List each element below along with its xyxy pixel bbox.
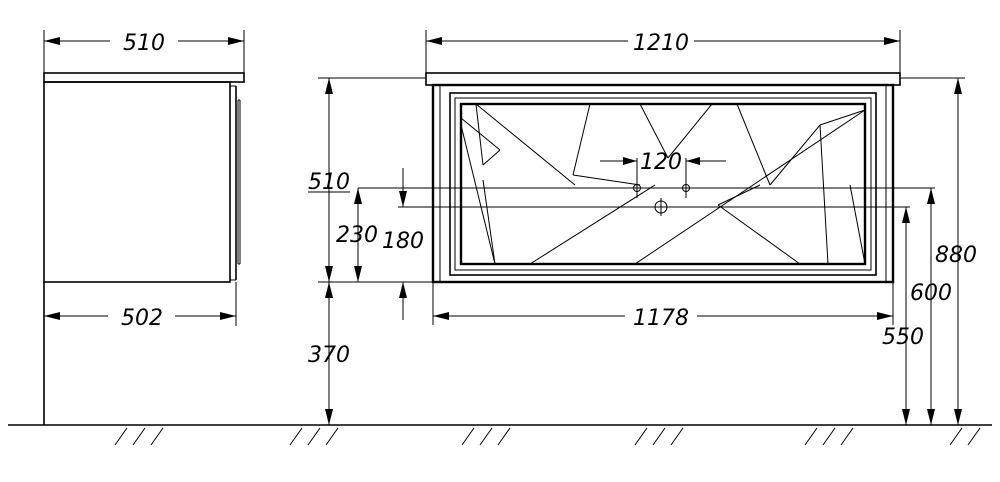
dim-label-370: 370 <box>308 343 350 368</box>
side-view <box>43 72 245 425</box>
dim-label-120: 120 <box>640 150 682 175</box>
dim-label-1210: 1210 <box>633 31 689 56</box>
dim-body-height: 510 <box>308 78 350 282</box>
dim-drain-height: 550 <box>882 207 924 425</box>
dim-label-180: 180 <box>382 229 424 254</box>
front-cabinet-body <box>431 83 895 284</box>
front-view <box>425 72 901 284</box>
extension-lines <box>318 77 965 283</box>
dim-faucet-spacing: 120 <box>600 150 726 175</box>
dim-label-510-side: 510 <box>123 31 165 56</box>
dim-label-502: 502 <box>121 306 163 331</box>
side-cabinet-body <box>43 81 231 283</box>
door-inner-panel <box>459 102 867 266</box>
dim-pipe-height: 600 <box>910 188 952 425</box>
door-outer-frame <box>449 92 877 276</box>
dim-side-top-width: 510 <box>43 30 245 73</box>
dim-drain-offset: 230 <box>336 188 378 282</box>
side-countertop <box>43 72 245 83</box>
dim-label-510-height: 510 <box>308 170 350 195</box>
dim-label-230: 230 <box>336 223 378 248</box>
dim-pipe-offset: 180 <box>382 168 424 320</box>
dim-total-height: 880 <box>935 78 977 425</box>
dim-label-600: 600 <box>910 281 952 306</box>
dim-label-1178: 1178 <box>633 306 689 331</box>
front-countertop <box>425 72 901 86</box>
floor-line <box>8 424 992 446</box>
dim-front-top-width: 1210 <box>425 30 901 73</box>
dim-side-base-width: 502 <box>44 282 237 331</box>
door-geometric-pattern <box>460 103 866 265</box>
dim-label-880: 880 <box>935 243 977 268</box>
dim-front-body-width: 1178 <box>432 282 894 331</box>
dim-label-550: 550 <box>882 325 924 350</box>
dim-floor-clearance: 370 <box>308 282 350 425</box>
